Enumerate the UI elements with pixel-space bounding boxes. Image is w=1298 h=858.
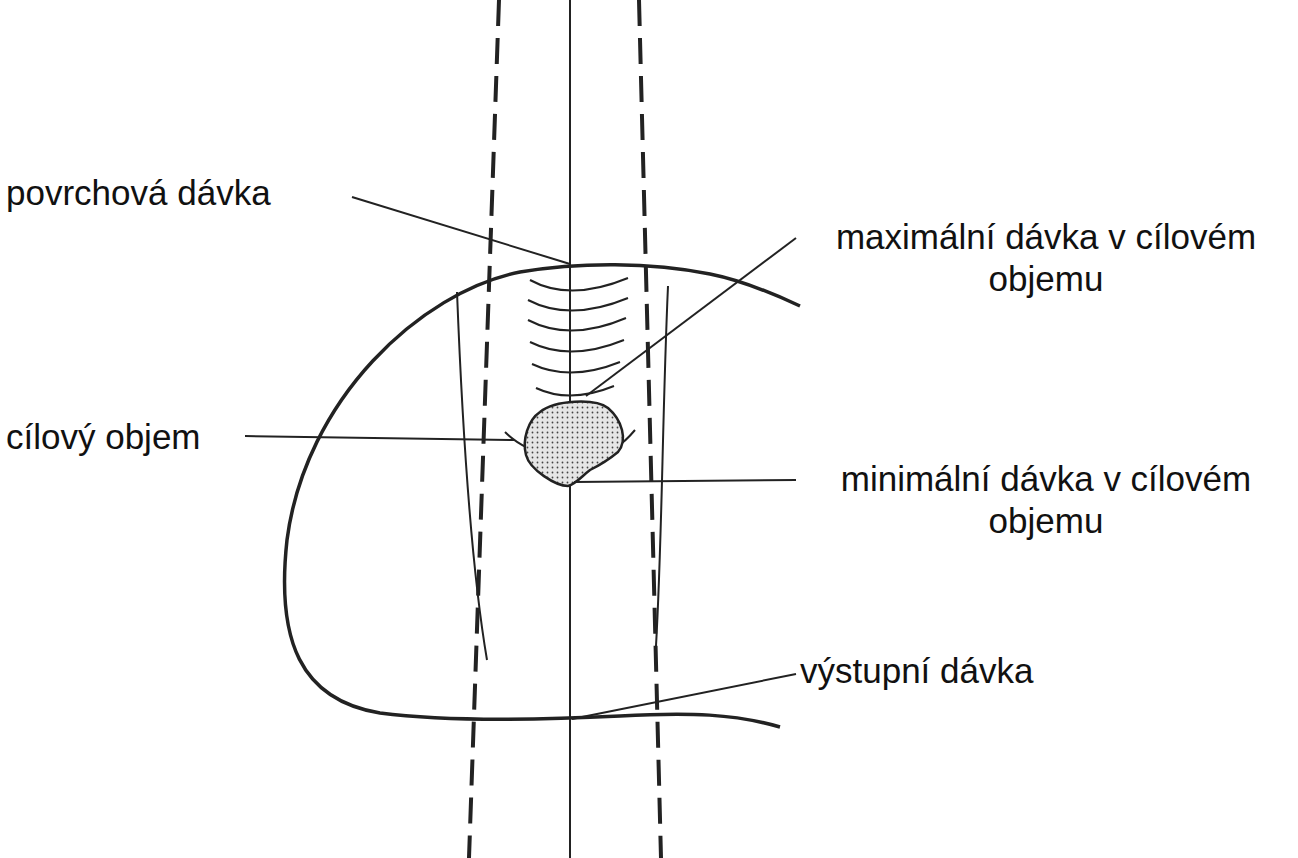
beam-edge	[639, 0, 661, 858]
max-dose-label: maximální dávka v cílovém objemu	[800, 216, 1292, 300]
min-dose-label: minimální dávka v cílovém objemu	[800, 458, 1292, 542]
isodose-line	[457, 292, 487, 660]
beam-edge	[469, 0, 499, 858]
surface-dose-label: povrchová dávka	[6, 172, 351, 214]
target-volume	[525, 402, 623, 486]
target-label: cílový objem	[6, 416, 246, 458]
body-outline	[284, 265, 800, 727]
exit-dose-label: výstupní dávka	[800, 650, 1280, 692]
leader-lines	[245, 197, 796, 719]
